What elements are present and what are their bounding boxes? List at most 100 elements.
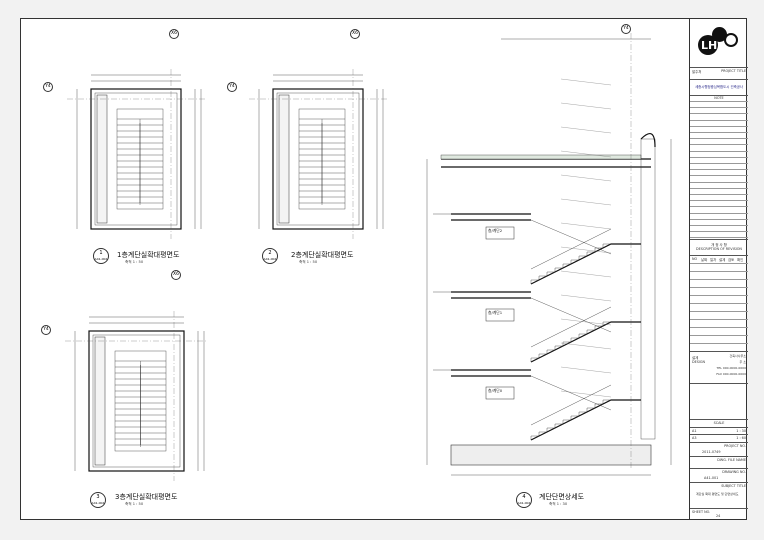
stair-step: [570, 415, 579, 420]
stair-flight-under: [530, 219, 612, 255]
leader-line: [560, 102, 612, 110]
note-rule: [690, 119, 748, 121]
leader-line: [560, 318, 612, 326]
section-tag: [485, 308, 515, 322]
owner-label: 발주처: [692, 70, 702, 74]
section-tag: [485, 226, 515, 240]
plan-floor2-outer-wall: [272, 88, 364, 230]
stair-step: [554, 267, 563, 272]
lh-logo: LH: [698, 25, 742, 63]
sheet-no: 24: [716, 514, 721, 518]
note-area: [690, 101, 748, 239]
stair-step: [602, 243, 611, 248]
grid-bubble-x6: X6: [350, 29, 360, 39]
stair-flight-under: [530, 297, 612, 333]
revision-rule: [690, 319, 748, 320]
project-title-label: PROJECT TITLE: [721, 69, 746, 73]
curtain-wall: [640, 138, 656, 440]
leader-line: [560, 342, 612, 350]
note-rule: [690, 225, 748, 226]
subject-label: SUBJECT TITLE: [721, 484, 746, 488]
stair-step: [530, 279, 539, 284]
note-rule: [690, 181, 748, 183]
grid-bubble-y4: Y4: [43, 82, 53, 92]
note-rule: [690, 218, 748, 220]
title-block: LH 발주처 PROJECT TITLE 세종시행정중심복합도시 건축공사 NO…: [689, 19, 748, 519]
drawing-scale: 축척 1 : 50: [125, 502, 144, 506]
stair-step: [586, 251, 595, 256]
handrail: [530, 306, 612, 348]
leader-line: [560, 390, 612, 398]
grid-bubble-y4: Y4: [41, 325, 51, 335]
note-rule: [690, 169, 748, 171]
project-no-label: PROJECT NO.: [724, 444, 746, 448]
plan-floor3-stair-outline: [114, 350, 167, 452]
drawing-title: 계단단면상세도: [539, 493, 585, 501]
dwg-file-label: DWG. FILE NAME: [717, 458, 746, 462]
stair-step: [578, 255, 587, 260]
grid-bubble-y4: Y4: [227, 82, 237, 92]
stair-step: [570, 259, 579, 264]
stair-step: [538, 353, 547, 358]
section-tag-label: 층/계단2: [488, 228, 503, 233]
note-rule: [690, 101, 748, 102]
stair-step: [546, 427, 555, 432]
stair-step: [578, 411, 587, 416]
project-title: 세종시행정중심복합도시 건축공사: [695, 85, 743, 89]
handrail: [530, 228, 612, 270]
stair-step: [538, 431, 547, 436]
leader-line: [560, 222, 612, 230]
leader-line: [560, 294, 612, 302]
stair-step: [578, 333, 587, 338]
stair-step: [594, 247, 603, 252]
scale-ratio: 1 : 30: [736, 429, 746, 433]
stair-step: [562, 341, 571, 346]
plan-floor1-side-room: [96, 94, 108, 224]
drawing-no: A41-001: [704, 476, 719, 480]
plan-floor3-inner-wall: [92, 334, 181, 468]
revision-title-en: DESCRIPTION OF REVISION: [696, 247, 742, 251]
drawing-title: 1층계단실확대평면도: [117, 251, 180, 259]
stair-flight-under: [530, 375, 612, 411]
logo-text: LH: [701, 39, 718, 52]
drawing-scale: 축척 1 : 50: [299, 260, 318, 264]
drawing-title: 3층계단실확대평면도: [115, 493, 178, 501]
revision-rule: [690, 303, 748, 304]
drawing-scale: 축척 1 : 30: [549, 502, 568, 506]
note-label: NOTE: [714, 96, 724, 100]
scale-size: A1: [692, 429, 697, 433]
leader-line: [560, 174, 612, 182]
stair-step: [530, 357, 539, 362]
revision-rule: [690, 343, 748, 344]
revision-header: NO 날짜 일자 설계 검토 확인: [690, 255, 748, 263]
revision-rule: [690, 335, 748, 336]
design-block: 설계 DESIGN 건축사사무소 주 소 TEL 000-0000-0000 F…: [690, 351, 748, 383]
scale-size: A3: [692, 436, 697, 440]
note-rule: [690, 144, 748, 146]
revision-rule: [690, 311, 748, 312]
revision-rule: [690, 295, 748, 296]
note-rule: [690, 200, 748, 202]
plan-floor3-outer-wall: [88, 330, 185, 472]
note-rule: [690, 107, 748, 109]
plan-floor2-stair-outline: [298, 108, 346, 210]
stair-step: [546, 349, 555, 354]
stair-step: [562, 419, 571, 424]
sub-design-lines: [690, 383, 748, 419]
leader-line: [560, 366, 612, 374]
stair-step: [546, 271, 555, 276]
section-tag: [485, 386, 515, 400]
revision-title: 개 정 사 항: [711, 243, 727, 247]
stair-step: [602, 399, 611, 404]
grid-bubble-x6: X6: [169, 29, 179, 39]
revision-rule: [690, 279, 748, 280]
stair-step: [562, 263, 571, 268]
plan-floor1-outer-wall: [90, 88, 182, 230]
drawing-no-label: DRAWING NO.: [722, 470, 746, 474]
note-rule: [690, 138, 748, 140]
